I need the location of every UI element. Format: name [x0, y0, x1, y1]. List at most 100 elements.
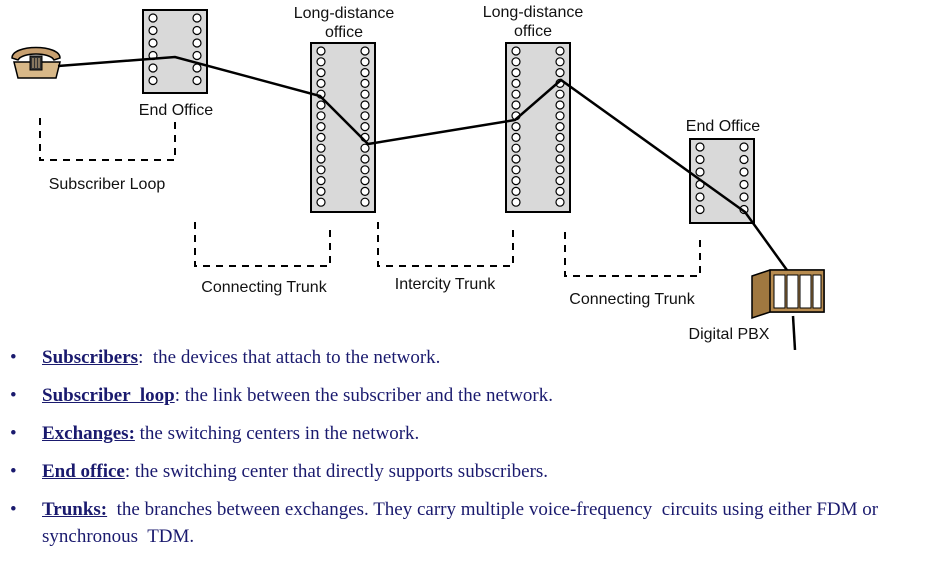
def-end-office: the switching center that directly suppo…	[130, 461, 549, 482]
port-circle	[739, 154, 749, 165]
bullet-dot-icon: •	[10, 385, 17, 406]
port-circle	[739, 192, 749, 202]
port-circle	[555, 100, 565, 110]
port-circle	[511, 121, 521, 132]
bullet-subscribers: •Subscribers: the devices that attach to…	[10, 344, 910, 371]
port-circle	[360, 176, 370, 186]
port-circle	[360, 100, 370, 110]
port-circle	[148, 13, 158, 23]
port-circle	[555, 154, 565, 164]
pbx-line	[791, 315, 797, 350]
sep-subscribers: :	[138, 347, 144, 368]
bullet-end-office: • End office: the switching center that d…	[10, 458, 910, 485]
port-circle	[695, 154, 705, 165]
port-circle	[555, 89, 565, 99]
term-end-office: End office	[42, 461, 125, 482]
port-circle	[316, 176, 326, 186]
port-circle	[555, 143, 565, 153]
term-trunks: Trunks:	[42, 499, 108, 520]
port-circle	[192, 50, 202, 61]
port-circle	[316, 154, 326, 164]
port-circle	[555, 176, 565, 186]
ld-office-2-box	[505, 42, 571, 213]
port-circle	[739, 142, 749, 152]
port-circle	[511, 78, 521, 89]
connecting-trunk-2-bracket	[564, 232, 701, 277]
port-circle	[555, 46, 565, 56]
port-circle	[360, 78, 370, 89]
port-circle	[360, 186, 370, 196]
port-circle	[555, 57, 565, 67]
port-circle	[360, 197, 370, 207]
intercity-trunk-bracket	[377, 222, 514, 267]
port-circle	[511, 89, 521, 99]
bullet-dot-icon: •	[10, 423, 17, 444]
port-circle	[148, 38, 158, 48]
ld-office-2-label-line2: office	[514, 23, 552, 40]
port-circle	[316, 111, 326, 121]
intercity-trunk-label: Intercity Trunk	[395, 276, 496, 293]
connection-path	[57, 55, 799, 285]
port-circle	[360, 154, 370, 164]
port-circle	[511, 57, 521, 67]
bullet-subscriber-loop: • Subscriber loop: the link between the s…	[10, 382, 910, 409]
port-circle	[555, 121, 565, 132]
port-circle	[360, 46, 370, 56]
port-circle	[695, 204, 705, 215]
bullet-dot-icon: •	[10, 499, 17, 520]
bullet-dot-icon: •	[10, 461, 17, 482]
port-circle	[148, 75, 158, 86]
port-circle	[360, 111, 370, 121]
subscriber-loop-bracket	[39, 118, 176, 161]
def-subscriber-loop: the link between the subscriber and the …	[179, 385, 553, 406]
port-circle	[192, 63, 202, 73]
port-circle	[511, 197, 521, 207]
port-circle	[192, 25, 202, 36]
term-subscribers: Subscribers	[42, 347, 139, 368]
connecting-trunk-1-label: Connecting Trunk	[201, 279, 327, 296]
bullet-dot-icon: •	[10, 347, 17, 368]
port-circle	[316, 132, 326, 142]
sep-end-office: :	[124, 461, 131, 482]
end-office-1-box	[142, 9, 208, 94]
port-circle	[192, 75, 202, 86]
port-circle	[148, 25, 158, 36]
port-circle	[360, 143, 370, 153]
port-circle	[511, 143, 521, 153]
port-circle	[695, 192, 705, 202]
ld-office-2-label-line1: Long-distance	[483, 4, 584, 21]
sep-subscriber-loop: :	[174, 385, 180, 406]
port-circle	[316, 143, 326, 153]
digital-pbx-label: Digital PBX	[689, 326, 770, 343]
port-circle	[511, 67, 521, 78]
port-circle	[555, 165, 565, 175]
connecting-trunk-2-label: Connecting Trunk	[569, 291, 695, 308]
port-circle	[360, 57, 370, 67]
digital-pbx-icon	[751, 269, 825, 320]
ld-office-1-label-line2: office	[325, 24, 363, 41]
port-circle	[360, 89, 370, 99]
port-circle	[511, 46, 521, 56]
port-circle	[360, 121, 370, 132]
port-circle	[192, 38, 202, 48]
port-circle	[555, 132, 565, 142]
def-exchanges: the switching centers in the network.	[134, 423, 420, 444]
port-circle	[316, 121, 326, 132]
port-circle	[511, 176, 521, 186]
definitions-list: •Subscribers: the devices that attach to…	[10, 344, 910, 561]
port-circle	[360, 67, 370, 78]
port-circle	[695, 167, 705, 177]
port-circle	[192, 13, 202, 23]
port-circle	[316, 100, 326, 110]
port-circle	[511, 165, 521, 175]
port-circle	[360, 165, 370, 175]
port-circle	[555, 111, 565, 121]
port-circle	[555, 197, 565, 207]
term-subscriber-loop: Subscriber loop	[42, 385, 175, 406]
port-circle	[316, 197, 326, 207]
port-circle	[316, 46, 326, 56]
port-circle	[316, 67, 326, 78]
port-circle	[316, 57, 326, 67]
bullet-trunks: •Trunks: the branches between exchanges.…	[10, 496, 910, 550]
port-circle	[511, 154, 521, 164]
